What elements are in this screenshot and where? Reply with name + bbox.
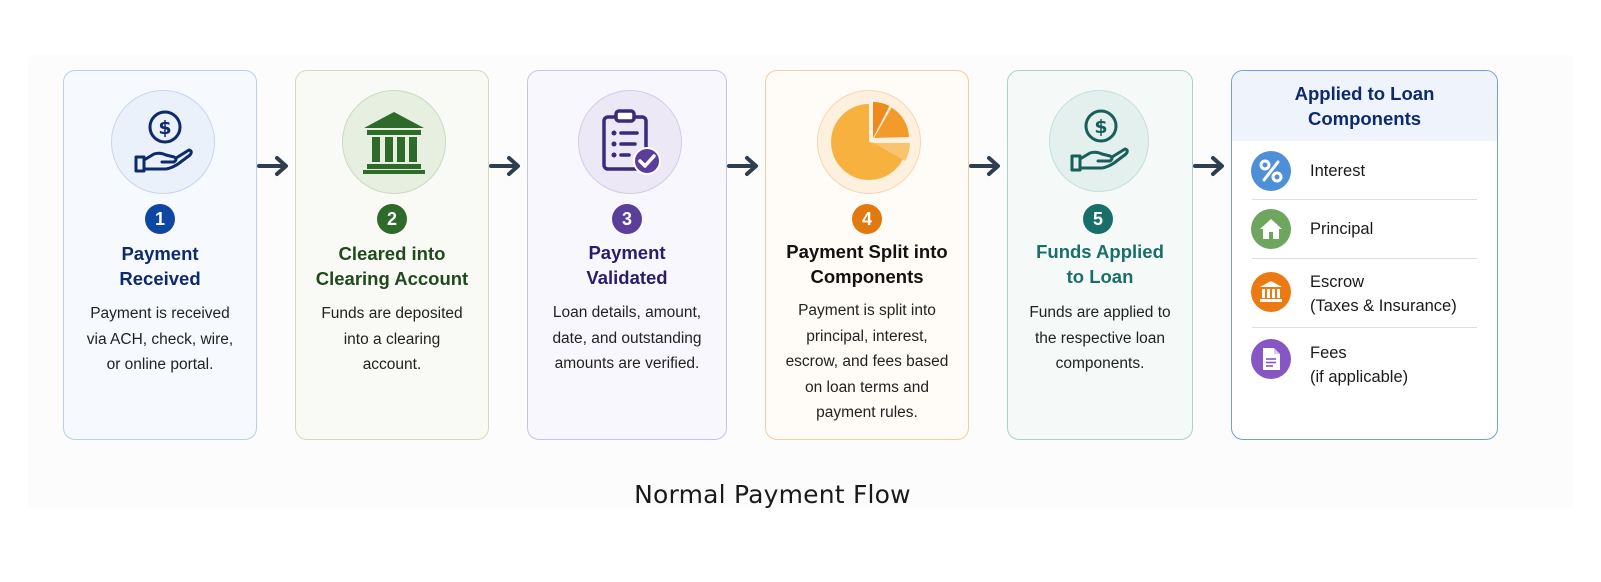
- divider: [1252, 199, 1477, 200]
- arrow-right-icon: [257, 156, 288, 176]
- bank-glyph-icon: [1260, 281, 1282, 302]
- step-4-icon-circle: [817, 90, 921, 194]
- step-3-description: Loan details, amount, date, and outstand…: [552, 304, 702, 372]
- step-2-icon-circle: [342, 90, 446, 194]
- step-1-icon-circle: $: [111, 90, 215, 194]
- arrow-right-icon: [727, 156, 758, 176]
- percent-icon: [1251, 151, 1291, 191]
- step-5-icon-circle: $: [1049, 90, 1149, 192]
- step-5-title: Funds Applied to Loan: [1036, 241, 1164, 287]
- arrow-right-icon: [489, 156, 520, 176]
- svg-text:$: $: [158, 117, 171, 139]
- svg-text:$: $: [1094, 116, 1107, 138]
- divider: [1252, 258, 1477, 259]
- step-1-description: Payment is received via ACH, check, wire…: [86, 305, 234, 373]
- bank-icon: [1251, 272, 1291, 312]
- step-2-number: 2: [377, 204, 407, 234]
- step-2-description: Funds are deposited into a clearing acco…: [321, 305, 463, 373]
- loan-components-title: Applied to Loan Components: [1232, 71, 1497, 141]
- hand-dollar-icon: $: [1070, 109, 1129, 172]
- step-card-payment-split: [765, 70, 969, 440]
- step-3-title: Payment Validated: [586, 242, 668, 288]
- component-label-fees: Fees (if applicable): [1310, 344, 1409, 386]
- hand-dollar-icon: $: [134, 110, 193, 173]
- step-5-number: 5: [1083, 204, 1113, 234]
- component-label-escrow: Escrow (Taxes & Insurance): [1310, 273, 1457, 315]
- document-glyph-icon: [1263, 348, 1280, 370]
- component-label-principal: Principal: [1310, 220, 1374, 238]
- clipboard-check-icon: [602, 109, 661, 175]
- house-glyph-icon: [1260, 219, 1282, 239]
- step-4-title: Payment Split into Components: [786, 241, 948, 287]
- diagram-caption: Normal Payment Flow: [634, 480, 911, 509]
- step-2-title: Cleared into Clearing Account: [315, 243, 469, 289]
- divider: [1252, 327, 1477, 328]
- step-5-description: Funds are applied to the respective loan…: [1029, 304, 1171, 372]
- house-icon: [1251, 209, 1291, 249]
- component-label-interest: Interest: [1310, 162, 1366, 180]
- document-icon: [1251, 339, 1291, 379]
- arrow-right-icon: [969, 156, 1000, 176]
- arrow-right-icon: [1193, 156, 1224, 176]
- step-4-number: 4: [852, 204, 882, 234]
- step-1-number: 1: [145, 204, 175, 234]
- step-3-number: 3: [612, 204, 642, 234]
- bank-building-icon: [363, 112, 425, 174]
- step-1-title: Payment Received: [119, 243, 201, 289]
- step-3-icon-circle: [578, 90, 682, 194]
- percent-glyph-icon: [1259, 159, 1283, 183]
- pie-chart-icon: [831, 102, 910, 180]
- step-4-description: Payment is split into principal, interes…: [785, 302, 949, 421]
